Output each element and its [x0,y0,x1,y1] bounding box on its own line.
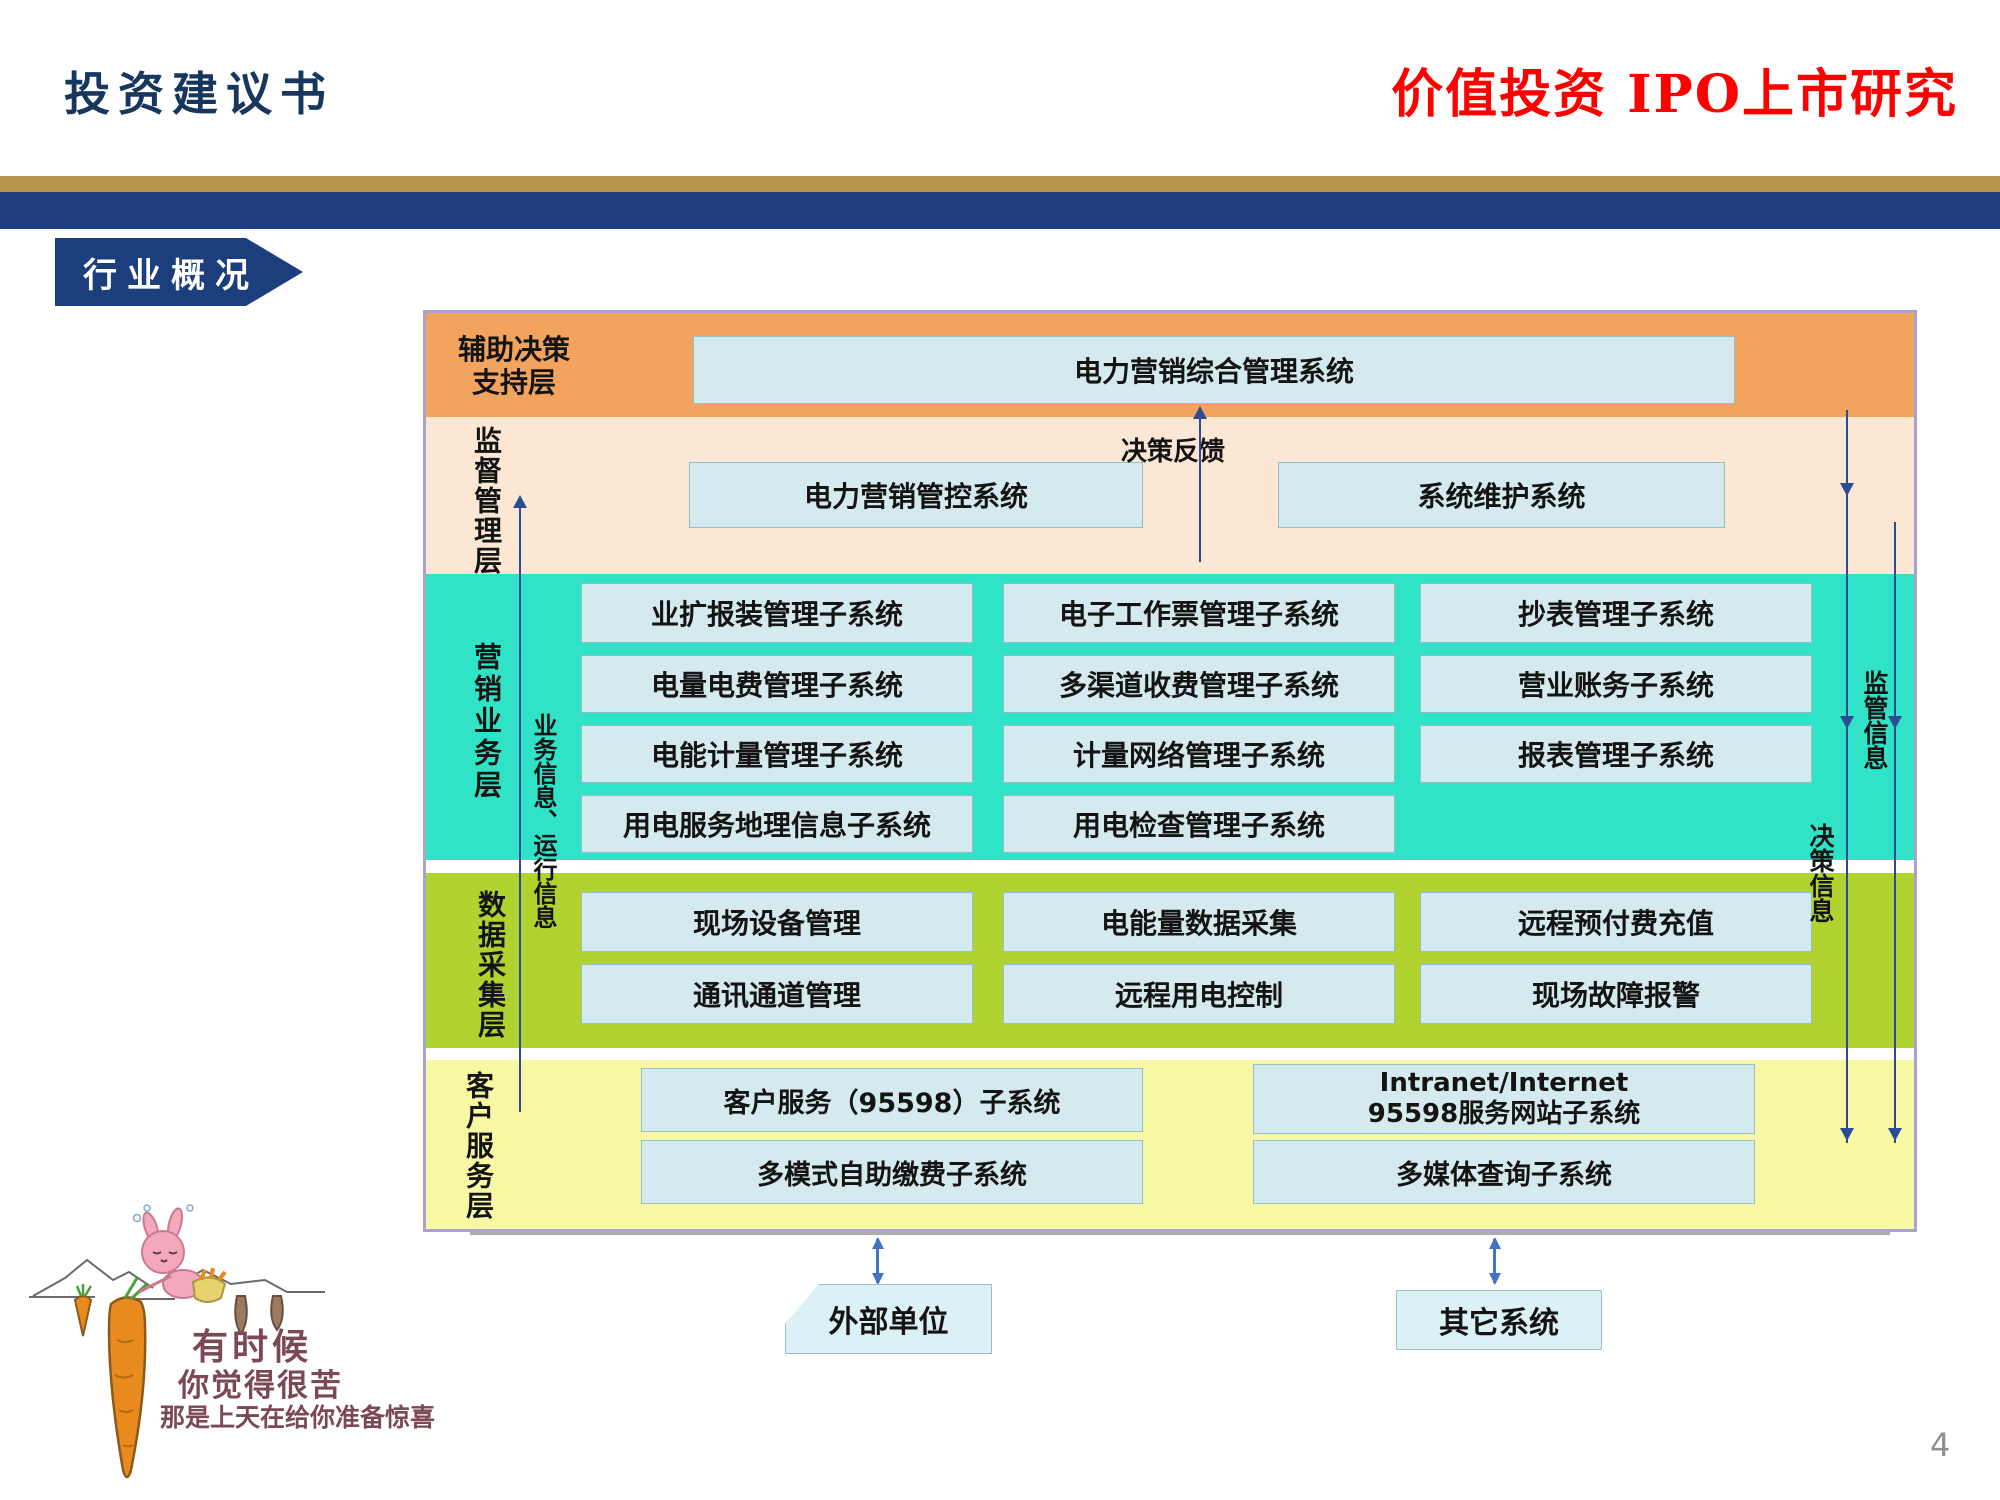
box-comm-channel: 通讯通道管理 [581,964,973,1024]
sweat-drop [186,1204,194,1212]
document-title: 投资建议书 [64,67,334,121]
supervision-layer-label: 监督管理层 [470,426,503,576]
decision-feedback-arrow [1193,406,1207,562]
basket-carrots [199,1267,227,1282]
supervision-info-label: 监管信息 [1860,670,1889,770]
box-remote-power-control: 远程用电控制 [1003,964,1395,1024]
box-remote-prepaid-recharge: 远程预付费充值 [1420,892,1812,952]
arrow-down-icon [1888,716,1902,729]
other-systems-link-arrow [1489,1237,1501,1285]
carrot-leaves [75,1284,93,1297]
brand-title: 价值投资 IPO上市研究 [1391,64,1958,125]
rabbit-mouth [160,1259,168,1263]
box-field-fault-alarm: 现场故障报警 [1420,964,1812,1024]
box-system-maintenance: 系统维护系统 [1278,462,1725,528]
box-marketing-management-system: 电力营销综合管理系统 [693,336,1735,404]
bottom-bus-line [470,1231,1890,1235]
arrow-down-icon [1840,1128,1854,1141]
page-number: 4 [1930,1426,1951,1464]
arrow-down-icon [1840,483,1854,496]
sweat-drop [132,1213,142,1223]
cartoon-text-line1: 有时候 [192,1327,313,1368]
marketing-layer-label: 营销业务层 [470,642,503,802]
ground-line [29,1296,175,1300]
rabbit-head [141,1230,185,1274]
external-units-box: 外部单位 [785,1284,992,1354]
box-gis-service: 用电服务地理信息子系统 [581,795,973,853]
cartoon-text-line3: 那是上天在给你准备惊喜 [160,1403,436,1432]
box-energy-metering: 电能计量管理子系统 [581,725,973,783]
rabbit-eyes [152,1251,178,1255]
box-customer-service-95598: 客户服务（95598）子系统 [641,1068,1143,1132]
box-service-expansion: 业扩报装管理子系统 [581,583,973,643]
service-layer-label: 客户服务层 [462,1071,495,1221]
box-report-management: 报表管理子系统 [1420,725,1812,783]
small-carrot [73,1295,93,1337]
support-layer-label: 辅助决策 支持层 [457,333,570,400]
box-metering-network: 计量网络管理子系统 [1003,725,1395,783]
box-energy-fee: 电量电费管理子系统 [581,655,973,713]
rabbit-arm [138,1274,172,1294]
arrow-down-icon [1489,1273,1501,1285]
business-info-flow-arrow [513,495,527,1112]
business-info-flow-label: 业务信息、运行信息 [529,713,557,929]
box-multichannel-payment: 多渠道收费管理子系统 [1003,655,1395,713]
sweat-drop [143,1204,151,1212]
external-units-link-arrow [872,1237,884,1285]
arrow-down-icon [1840,716,1854,729]
gold-divider-bar [0,176,2000,192]
collection-layer-label: 数据采集层 [474,890,507,1040]
box-internet-95598-website: Intranet/Internet 95598服务网站子系统 [1253,1064,1755,1134]
decision-feedback-label: 决策反馈 [1121,437,1226,467]
basket [191,1276,227,1303]
box-multimedia-query: 多媒体查询子系统 [1253,1140,1755,1204]
box-energy-data-collection: 电能量数据采集 [1003,892,1395,952]
box-usage-inspection: 用电检查管理子系统 [1003,795,1395,853]
root [234,1295,248,1336]
box-business-accounting: 营业账务子系统 [1420,655,1812,713]
arrow-down-icon [1888,1128,1902,1141]
carrot-cartoon-illustration [29,1204,325,1479]
section-banner-label: 行业概况 [83,255,259,296]
section-banner: 行业概况 [55,238,303,306]
arrow-down-icon [872,1273,884,1285]
other-systems-box: 其它系统 [1396,1290,1602,1350]
architecture-diagram: 辅助决策 支持层 电力营销综合管理系统 监督管理层 电力营销管控系统 系统维护系… [423,310,1917,1232]
decision-info-flow-arrow [1888,522,1902,1143]
carrot-stripes [114,1339,134,1448]
arrow-up-icon [513,495,527,508]
root [270,1295,284,1332]
navy-divider-bar [0,192,2000,229]
box-ework-ticket: 电子工作票管理子系统 [1003,583,1395,643]
box-meter-reading: 抄表管理子系统 [1420,583,1812,643]
arrow-up-icon [1193,406,1207,419]
arrow-up-icon [1489,1237,1501,1249]
mountain-sketch [32,1258,154,1297]
decision-info-label: 决策信息 [1806,823,1835,923]
big-carrot [107,1296,147,1479]
cartoon-text-line2: 你觉得很苦 [178,1368,343,1404]
box-marketing-control-system: 电力营销管控系统 [689,462,1143,528]
arrow-up-icon [872,1237,884,1249]
supervision-info-flow-arrow [1840,410,1854,1143]
ground-line [174,1268,325,1293]
box-field-equipment: 现场设备管理 [581,892,973,952]
box-self-service-payment: 多模式自助缴费子系统 [641,1140,1143,1204]
